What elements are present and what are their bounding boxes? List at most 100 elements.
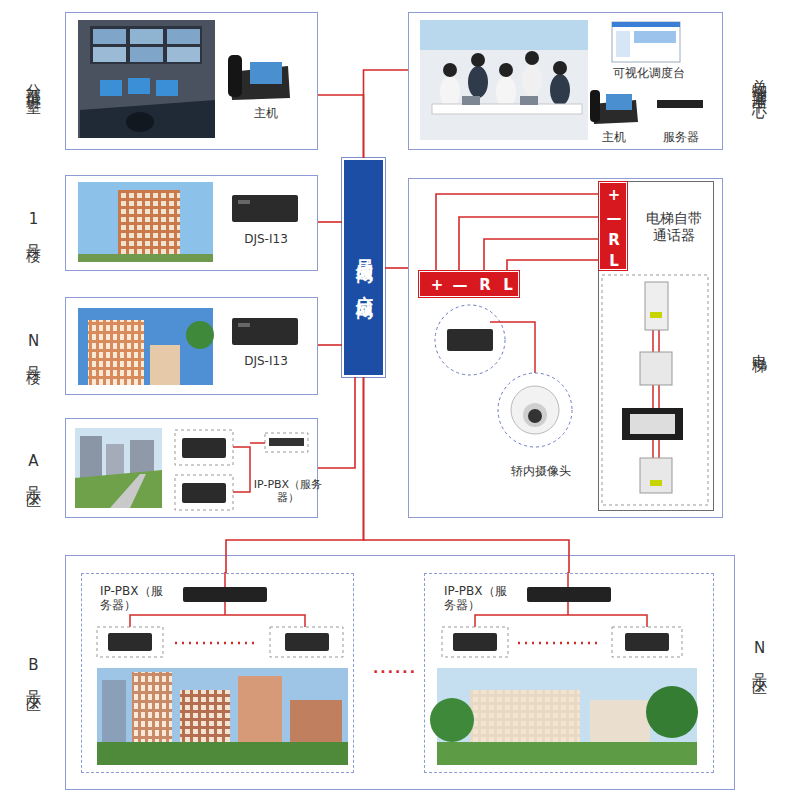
- device-label: DJS-I13: [244, 354, 288, 368]
- greenery: [437, 742, 697, 765]
- intercom-frame: [602, 275, 708, 505]
- person-head: [525, 51, 539, 65]
- lawn: [75, 470, 162, 508]
- person-head: [443, 63, 457, 77]
- building-box: N号楼DJS-I13: [65, 297, 318, 395]
- wall-screen: [167, 47, 200, 62]
- road: [110, 474, 146, 508]
- network-wire: [318, 221, 342, 223]
- person-head: [553, 61, 567, 75]
- device-tag: [650, 312, 662, 318]
- person: [468, 66, 488, 98]
- pit-intercom: [640, 458, 672, 493]
- ellipsis-dots: [175, 642, 258, 645]
- console-desk: [80, 100, 215, 138]
- person: [550, 74, 570, 106]
- phone-screen: [250, 62, 282, 84]
- heading-label: N号楼: [26, 332, 41, 362]
- screen-panel: [634, 31, 676, 43]
- terminal-device: [453, 633, 497, 651]
- subnet-box: IP-PBX（服务器）: [81, 573, 354, 773]
- screen-panel: [616, 31, 630, 57]
- wall-screen: [130, 29, 163, 44]
- pin-label: +: [431, 276, 444, 294]
- pbx-server: [269, 438, 304, 446]
- screen-header: [612, 22, 680, 27]
- camera-lens: [528, 409, 542, 423]
- wall-screen: [167, 29, 200, 44]
- dispatch-screen: [612, 22, 680, 62]
- building-box: 1号楼DJS-I13: [65, 175, 318, 271]
- sky: [78, 182, 213, 262]
- wall-screen: [130, 47, 163, 62]
- desk-monitor: [156, 80, 178, 96]
- tree: [430, 698, 474, 742]
- heading-label: B号小区: [26, 656, 41, 690]
- network-wire: [436, 194, 599, 271]
- sky: [97, 668, 348, 765]
- device-frame: [175, 430, 233, 465]
- building: [180, 690, 230, 750]
- heading-label: 总物业管理中心: [752, 67, 767, 95]
- device-label: IP-PBX（服务器）: [252, 478, 324, 504]
- person: [496, 76, 516, 108]
- lan-wire: [225, 572, 568, 587]
- pin-label: R: [479, 276, 491, 294]
- roof-intercom: [640, 352, 672, 385]
- tree: [186, 321, 214, 349]
- device-label: 轿内摄像头: [511, 464, 571, 478]
- intercom-box: 电梯自带通话器+—RL: [598, 181, 714, 511]
- djs-device: [232, 318, 298, 345]
- sky: [437, 668, 697, 765]
- intercom-label: 电梯自带通话器: [642, 210, 706, 244]
- pin-label: —: [453, 276, 468, 294]
- office-desk: [432, 104, 582, 114]
- elevator-box: 电梯轿内摄像头电梯自带通话器+—RL+—RL: [408, 178, 723, 518]
- pin-label: L: [503, 276, 513, 294]
- junction-box: [622, 408, 683, 440]
- location-box: 分部值班室主机: [65, 12, 318, 150]
- person: [522, 64, 542, 96]
- pbx-server: [527, 587, 611, 602]
- building-windows: [470, 690, 580, 745]
- building: [590, 700, 650, 745]
- building: [132, 672, 172, 752]
- device-callout: [435, 305, 505, 375]
- dome-camera: [511, 386, 559, 434]
- network-wire: [364, 70, 409, 158]
- network-wire: [385, 267, 408, 269]
- terminal-device: [625, 633, 669, 651]
- terminal-device: [182, 483, 226, 503]
- device-frame: [175, 475, 233, 510]
- greenery: [97, 742, 348, 765]
- terminal-strip: + — RL: [419, 271, 519, 297]
- server: [657, 100, 703, 108]
- wall-screen: [93, 29, 126, 44]
- network-wire: [507, 260, 599, 271]
- network-label: 局域网/广域网: [357, 246, 374, 294]
- building-windows: [88, 320, 144, 385]
- person-head: [499, 63, 513, 77]
- phone-handset: [590, 90, 600, 122]
- device-frame: [612, 627, 682, 657]
- heading-label: A号小区: [26, 452, 41, 486]
- terminal-device: [285, 633, 329, 651]
- camera-bubble: [523, 403, 547, 427]
- pin-label: —: [607, 209, 622, 227]
- ellipsis-dots: [518, 642, 600, 645]
- device-label: IP-PBX（服务器）: [100, 584, 170, 613]
- pin-label: R: [608, 231, 620, 249]
- device-tag: [650, 480, 662, 486]
- desk-monitor: [100, 80, 122, 96]
- device-label: DJS-I13: [244, 232, 288, 246]
- pin-label: L: [609, 252, 619, 270]
- district-box: A号小区IP-PBX（服务器）: [65, 418, 318, 518]
- device-label: 主机: [254, 106, 278, 120]
- device-label: 可视化调度台: [613, 66, 685, 80]
- camera-wire: [490, 322, 535, 373]
- network-band: 局域网/广域网: [342, 158, 385, 377]
- network-wire: [459, 217, 599, 271]
- office-photo: [420, 20, 588, 140]
- building-windows: [132, 672, 172, 752]
